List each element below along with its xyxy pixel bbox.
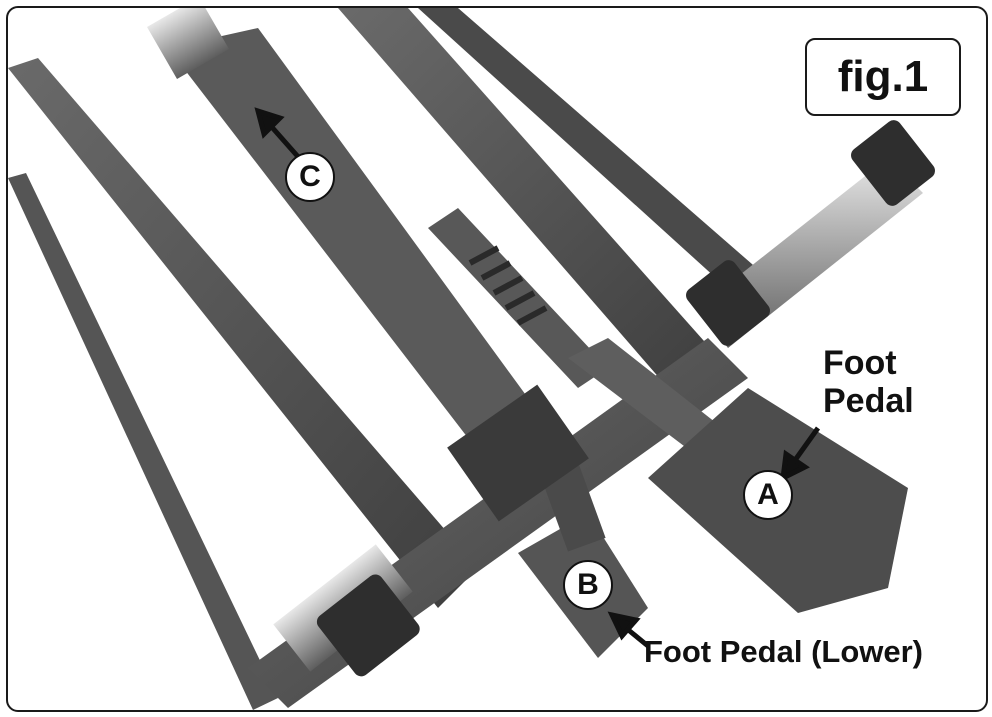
spring-housing: [428, 208, 608, 388]
callout-c-letter: C: [299, 160, 321, 193]
pivot-block: [447, 384, 589, 522]
cylinder-rod: [147, 8, 229, 79]
axle-bushing-center: [686, 260, 770, 346]
arrows: [254, 107, 821, 648]
figure-label: fig.1: [805, 38, 961, 116]
label-foot-pedal-a: Foot Pedal: [823, 344, 914, 420]
left-frame-bar: [8, 58, 478, 608]
diagonal-brace: [418, 8, 768, 298]
callout-c: C: [285, 152, 335, 202]
hydraulic-cylinder: [168, 28, 528, 438]
spring-coils: [468, 245, 548, 326]
callout-a: A: [743, 470, 793, 520]
figure-label-text: fig.1: [837, 52, 929, 101]
right-frame-bar: [338, 8, 728, 388]
callout-b-letter: B: [577, 568, 599, 601]
label-foot-pedal-a-line1: Foot: [823, 344, 897, 382]
callout-a-letter: A: [757, 478, 779, 511]
callout-b: B: [563, 560, 613, 610]
figure-frame: C A B Foot Pedal Foot Pedal (Lower) fig.…: [6, 6, 988, 712]
left-rod: [8, 173, 278, 710]
axle-bushing-right: [851, 120, 935, 206]
axle-bushing-left: [316, 574, 420, 677]
label-foot-pedal-a-line2: Pedal: [823, 382, 914, 420]
label-foot-pedal-b: Foot Pedal (Lower): [644, 634, 923, 669]
